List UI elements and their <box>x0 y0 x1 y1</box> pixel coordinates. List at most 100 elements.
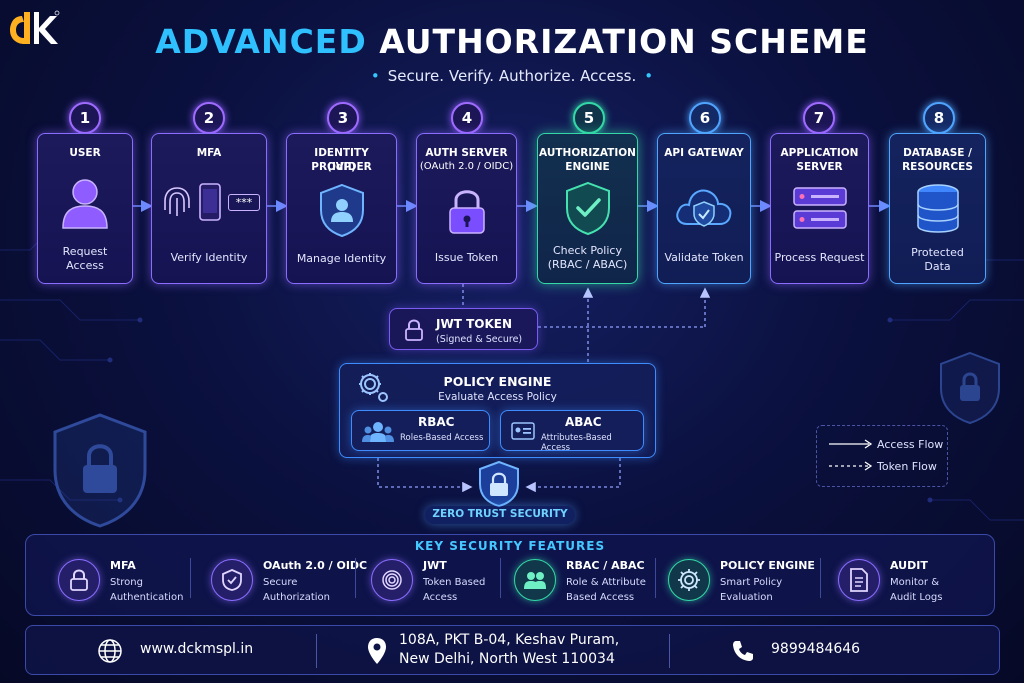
feature-desc: Monitor & Audit Logs <box>890 577 943 603</box>
step-title: AUTHORIZATION <box>539 147 636 159</box>
server-icon <box>792 187 847 229</box>
users-icon <box>362 422 394 442</box>
feature-jwt: JWT Token Based Access <box>371 555 511 611</box>
fingerprint-icon <box>164 187 190 216</box>
zero-trust-label: ZERO TRUST SECURITY <box>432 508 568 520</box>
zero-trust-glow <box>425 506 575 524</box>
subtitle-secure: Secure. <box>387 67 445 85</box>
subtitle-access: Access. <box>580 67 637 85</box>
step-title: USER <box>69 147 101 159</box>
step-label: Access <box>66 259 104 272</box>
step-label: Verify Identity <box>170 251 248 264</box>
step-title: APPLICATION <box>780 147 859 159</box>
abac-box: ABAC Attributes-Based Access <box>500 410 644 453</box>
step-label: (RBAC / ABAC) <box>547 258 628 271</box>
rbac-box: RBAC Roles-Based Access <box>351 410 490 451</box>
feature-mfa: MFA Strong Authentication <box>58 555 198 611</box>
step-label: Data <box>924 260 951 273</box>
policy-engine-box: POLICY ENGINE Evaluate Access Policy RBA… <box>339 363 656 458</box>
fingerprint-icon <box>371 559 413 601</box>
legend-access-label: Access Flow <box>877 438 944 451</box>
legend-access-line <box>829 439 873 449</box>
legend: Access Flow Token Flow <box>816 425 948 487</box>
step-badge-8: 8 <box>923 102 955 134</box>
step-title: DATABASE / <box>903 147 972 159</box>
feature-rbac-abac: RBAC / ABAC Role & Attribute Based Acces… <box>514 555 664 611</box>
company-logo <box>10 10 60 44</box>
step-title: API GATEWAY <box>664 147 744 159</box>
feature-name: POLICY ENGINE <box>720 559 815 572</box>
footer-divider <box>316 634 317 668</box>
policy-subtitle: Evaluate Access Policy <box>438 391 557 403</box>
feature-audit: AUDIT Monitor & Audit Logs <box>838 555 978 611</box>
step-title-2: ENGINE <box>565 161 610 173</box>
step-badge-2: 2 <box>193 102 225 134</box>
location-pin-icon <box>368 638 386 664</box>
feature-oauth: OAuth 2.0 / OIDC Secure Authorization <box>211 555 367 611</box>
step-mfa: MFA *** Verify Identity <box>151 133 267 284</box>
step-label: Check Policy <box>553 244 622 257</box>
phone-icon <box>733 641 753 661</box>
background-shield-right-icon <box>940 351 1000 425</box>
page-title: ADVANCED AUTHORIZATION SCHEME <box>0 22 1024 61</box>
users-icon <box>514 559 556 601</box>
feature-name: AUDIT <box>890 559 928 572</box>
shield-user-icon <box>319 183 364 238</box>
feature-name: RBAC / ABAC <box>566 559 645 572</box>
step-badge-7: 7 <box>803 102 835 134</box>
title-main: AUTHORIZATION SCHEME <box>379 22 869 61</box>
jwt-title: JWT TOKEN <box>436 317 512 331</box>
subtitle-verify: Verify. <box>448 67 495 85</box>
step-title-2: (IdP) <box>327 161 356 173</box>
policy-title: POLICY ENGINE <box>443 374 552 389</box>
feature-divider <box>820 558 821 598</box>
feature-desc: Smart Policy Evaluation <box>720 577 783 603</box>
step-label: Manage Identity <box>296 252 387 265</box>
step-api-gateway: API GATEWAY Validate Token <box>657 133 751 284</box>
step-application-server: APPLICATION SERVER Process Request <box>770 133 869 284</box>
legend-token-line <box>829 461 873 471</box>
website-link[interactable]: www.dckmspl.in <box>140 641 254 657</box>
abac-desc: Attributes-Based Access <box>541 433 612 453</box>
page-subtitle: •Secure. Verify. Authorize. Access.• <box>370 67 654 85</box>
subtitle-authorize: Authorize. <box>498 67 576 85</box>
pin-code-icon: *** <box>228 194 260 211</box>
features-title: KEY SECURITY FEATURES <box>414 539 606 553</box>
step-title-2: (OAuth 2.0 / OIDC) <box>419 161 514 172</box>
feature-divider <box>190 558 191 598</box>
footer-divider <box>669 634 670 668</box>
step-label: Issue Token <box>434 251 499 264</box>
user-icon <box>62 179 108 229</box>
jwt-lock-icon <box>405 319 423 341</box>
feature-policy-engine: POLICY ENGINE Smart Policy Evaluation <box>668 555 818 611</box>
phone-number[interactable]: 9899484646 <box>771 641 861 657</box>
feature-desc: Token Based Access <box>423 577 486 603</box>
feature-desc: Secure Authorization <box>263 577 330 603</box>
step-authorization-engine: AUTHORIZATION ENGINE Check Policy (RBAC … <box>537 133 638 284</box>
rbac-title: RBAC <box>418 415 455 429</box>
step-auth-server: AUTH SERVER (OAuth 2.0 / OIDC) Issue Tok… <box>416 133 517 284</box>
rbac-desc: Roles-Based Access <box>400 433 484 443</box>
step-title: MFA <box>196 147 222 159</box>
step-label: Validate Token <box>664 251 744 264</box>
shield-check-icon <box>565 181 610 236</box>
globe-icon <box>98 639 122 663</box>
step-title-2: SERVER <box>796 161 843 173</box>
id-card-icon <box>511 422 535 440</box>
legend-token-label: Token Flow <box>877 460 937 473</box>
step-user: USER Request Access <box>37 133 133 284</box>
feature-name: MFA <box>110 559 136 572</box>
step-database-resources: DATABASE / RESOURCES Protected Data <box>889 133 986 284</box>
zero-trust-shield-icon <box>479 460 519 508</box>
address-line-2: New Delhi, North West 110034 <box>399 651 615 667</box>
step-title-2: RESOURCES <box>902 161 973 173</box>
database-icon <box>916 184 959 233</box>
padlock-icon <box>448 190 485 234</box>
shield-check-icon <box>211 559 253 601</box>
gear-icon <box>359 373 388 402</box>
lock-icon <box>58 559 100 601</box>
gear-icon <box>668 559 710 601</box>
step-label: Process Request <box>774 251 865 264</box>
